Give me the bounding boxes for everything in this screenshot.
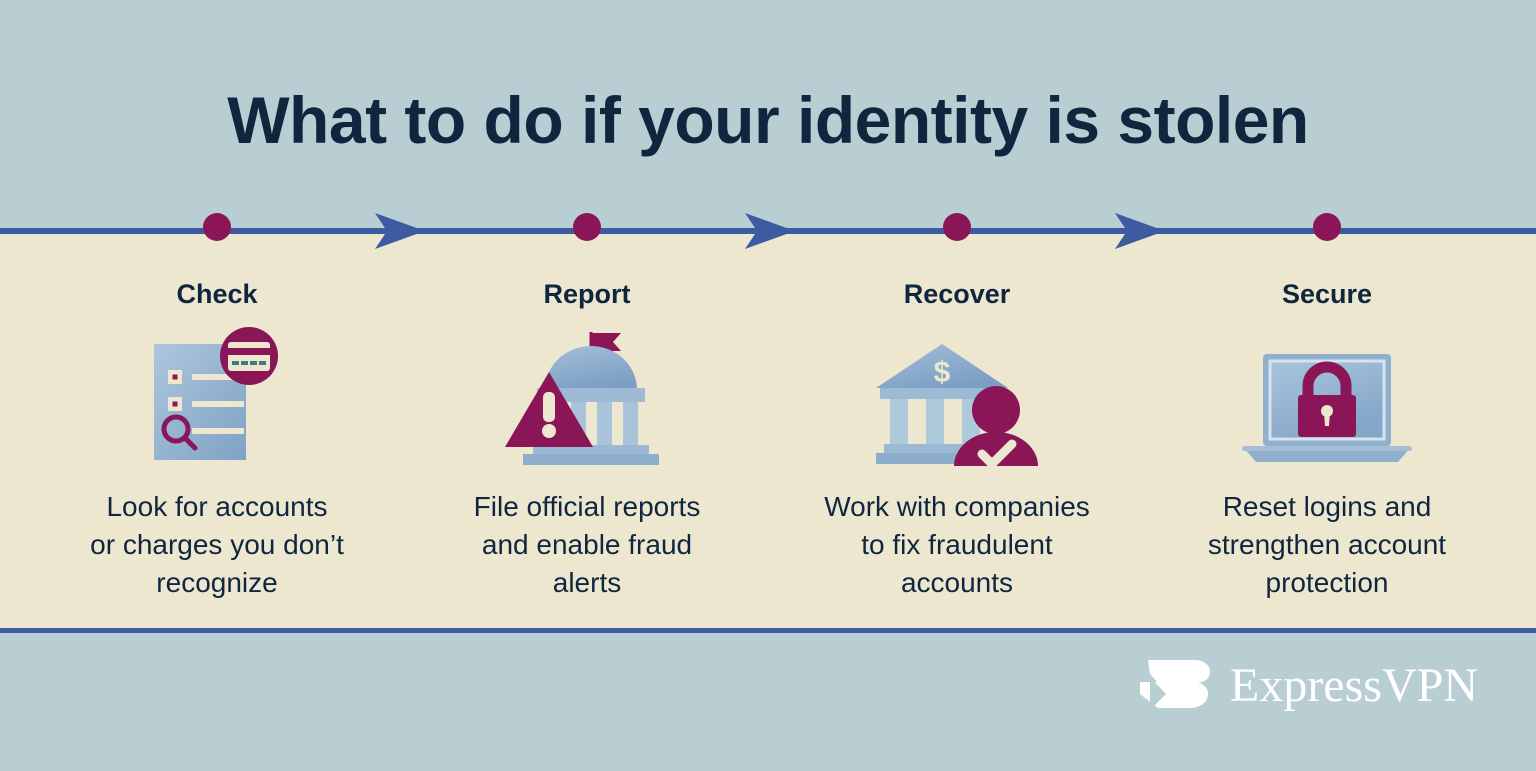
timeline-dot — [1313, 213, 1341, 241]
timeline-step-check: Check — [62, 213, 372, 602]
step-icon — [62, 326, 372, 466]
step-label: Secure — [1281, 279, 1373, 309]
brand-name: ExpressVPN — [1230, 659, 1478, 712]
timeline-step-report: Report — [432, 213, 742, 602]
timeline-step-recover: Recover $ — [802, 213, 1112, 602]
arrow-right-icon — [369, 210, 429, 252]
step-description: File official reports and enable fraud a… — [473, 491, 701, 599]
bottom-divider-line — [0, 628, 1536, 633]
timeline-dot — [943, 213, 971, 241]
laptop-padlock-icon — [1242, 354, 1412, 462]
svg-text:$: $ — [934, 356, 951, 389]
step-description: Look for accounts or charges you don’t r… — [90, 491, 344, 599]
step-icon: $ — [802, 326, 1112, 466]
document-checklist-magnifier-creditcard-icon — [154, 327, 278, 460]
step-icon — [1172, 326, 1482, 466]
arrow-right-icon — [1109, 210, 1169, 252]
timeline-dot — [203, 213, 231, 241]
timeline-dot — [573, 213, 601, 241]
government-building-warning-icon — [504, 332, 659, 465]
step-icon — [432, 326, 742, 466]
step-label: Check — [176, 279, 258, 309]
expressvpn-e-mark-icon — [1140, 660, 1210, 710]
page-title: What to do if your identity is stolen — [227, 83, 1309, 157]
timeline-step-secure: Secure — [1172, 213, 1482, 602]
step-description: Work with companies to fix fraudulent ac… — [824, 491, 1090, 599]
step-label: Recover — [903, 279, 1011, 309]
step-description: Reset logins and strengthen account prot… — [1207, 491, 1447, 599]
brand-logo: ExpressVPN — [1136, 652, 1478, 720]
step-label: Report — [543, 279, 631, 309]
arrow-right-icon — [739, 210, 799, 252]
bank-person-check-icon: $ — [876, 344, 1038, 466]
